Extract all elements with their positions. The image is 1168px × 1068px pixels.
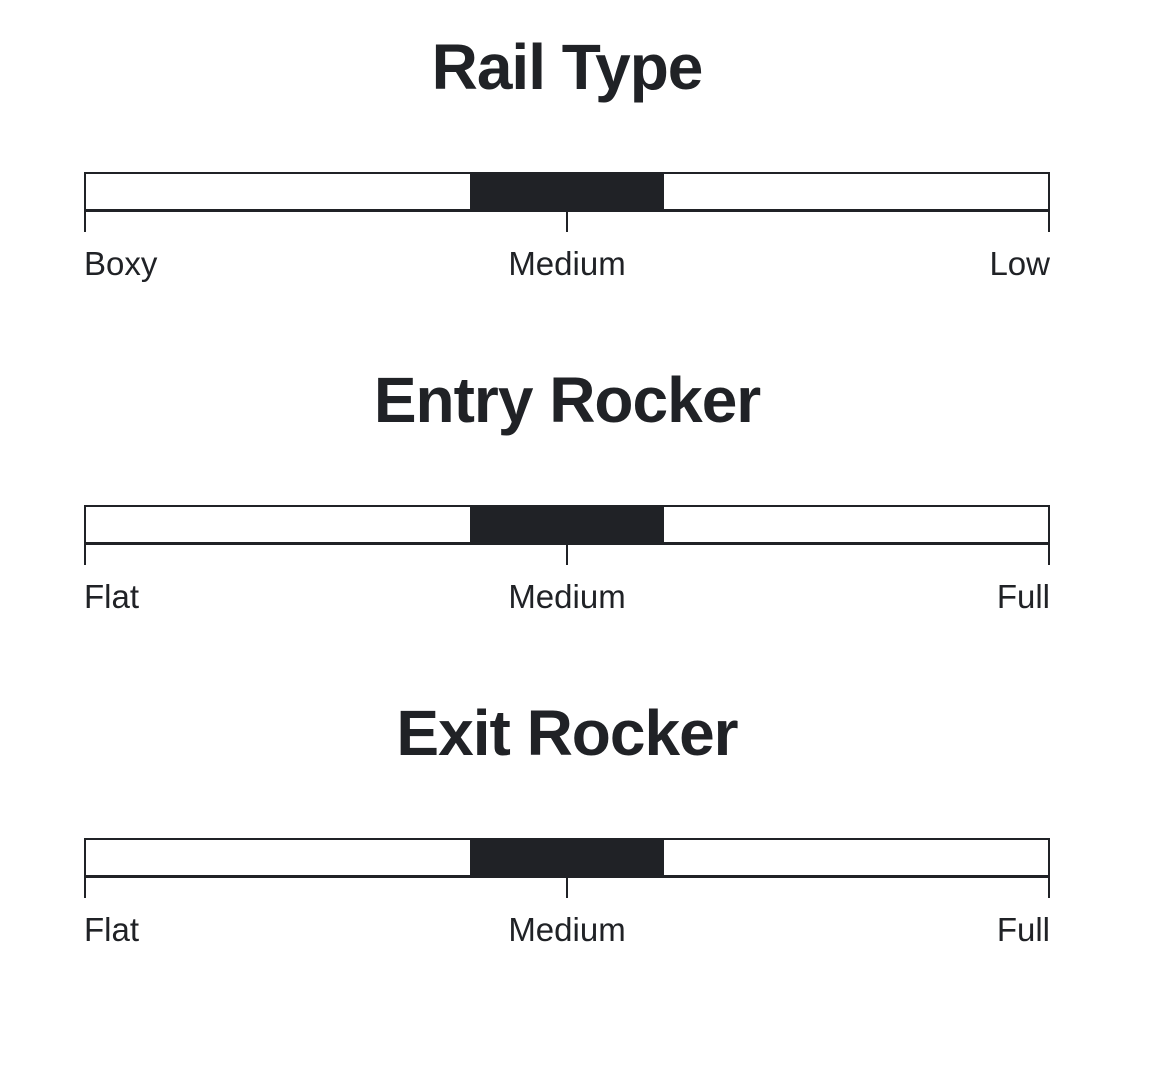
rail-type-selected-segment[interactable]	[470, 172, 664, 212]
exit-rocker-slider[interactable]	[84, 838, 1050, 898]
entry-rocker-label-center: Medium	[508, 578, 626, 615]
entry-rocker-tick-middle	[566, 542, 568, 565]
rail-type-slider[interactable]	[84, 172, 1050, 232]
rail-type-title: Rail Type	[431, 31, 704, 103]
entry-rocker-labels: Flat Medium Full	[84, 577, 1050, 617]
entry-rocker-label-right: Full	[996, 578, 1050, 615]
exit-rocker-labels: Flat Medium Full	[84, 910, 1050, 950]
exit-rocker-label-right: Full	[996, 911, 1050, 948]
exit-rocker-label-left: Flat	[84, 911, 140, 948]
rail-type-label-right: Low	[989, 245, 1050, 282]
entry-rocker-selected-segment[interactable]	[470, 505, 664, 545]
rail-type-tick-left	[84, 172, 86, 232]
exit-rocker-selected-segment[interactable]	[470, 838, 664, 878]
exit-rocker-tick-right	[1048, 838, 1050, 898]
entry-rocker-title: Entry Rocker	[373, 364, 761, 436]
entry-rocker-label-left: Flat	[84, 578, 140, 615]
exit-rocker-title: Exit Rocker	[396, 697, 738, 769]
rail-type-tick-right	[1048, 172, 1050, 232]
exit-rocker-tick-left	[84, 838, 86, 898]
entry-rocker-tick-left	[84, 505, 86, 565]
exit-rocker-tick-middle	[566, 875, 568, 898]
entry-rocker-slider[interactable]	[84, 505, 1050, 565]
configurator-page: Rail Type Boxy Medium Low Entry Rocker F…	[84, 30, 1050, 950]
rail-type-section: Rail Type Boxy Medium Low	[84, 30, 1050, 284]
exit-rocker-section: Exit Rocker Flat Medium Full	[84, 696, 1050, 950]
rail-type-labels: Boxy Medium Low	[84, 244, 1050, 284]
rail-type-label-center: Medium	[508, 245, 626, 282]
exit-rocker-label-center: Medium	[508, 911, 626, 948]
rail-type-tick-middle	[566, 209, 568, 232]
entry-rocker-tick-right	[1048, 505, 1050, 565]
rail-type-label-left: Boxy	[84, 245, 158, 282]
entry-rocker-section: Entry Rocker Flat Medium Full	[84, 363, 1050, 617]
